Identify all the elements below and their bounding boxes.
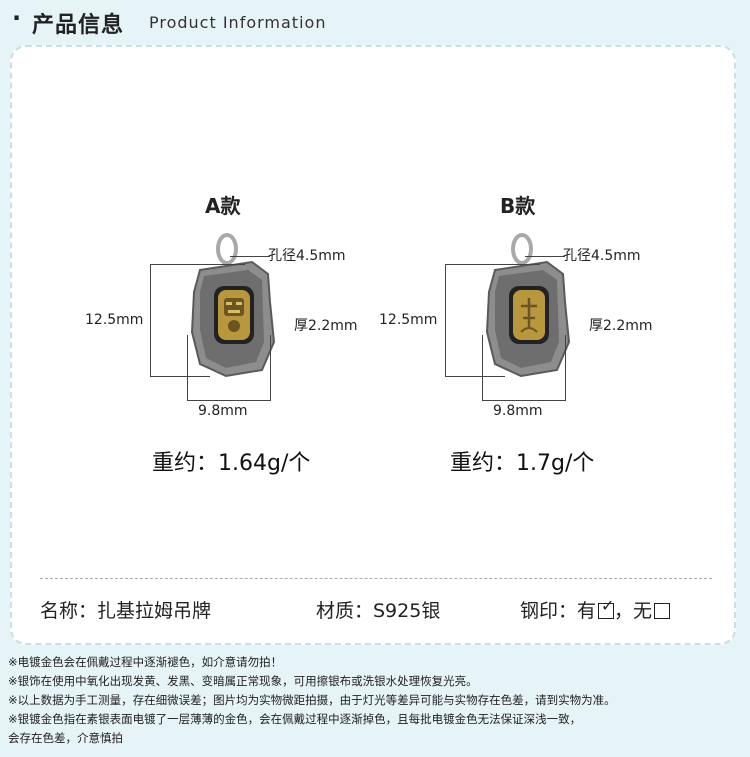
- spec-stamp: 钢印：有✓，无: [520, 596, 671, 623]
- variant-a-height-label: 12.5mm: [85, 312, 144, 328]
- stamp-no-label: ，无: [614, 600, 653, 622]
- spec-divider: [40, 578, 712, 579]
- pendant-b-image: [485, 233, 571, 378]
- note-line: ※电镀金色会在佩戴过程中逐渐褪色，如介意请勿拍！: [8, 655, 283, 669]
- variant-b-weight: 重约：1.7g/个: [450, 451, 595, 476]
- header-title-en: Product Information: [149, 13, 327, 32]
- variant-b-width-label: 9.8mm: [493, 403, 543, 419]
- variant-a-title: A款: [205, 194, 241, 218]
- variant-a-weight: 重约：1.64g/个: [152, 451, 311, 476]
- stamp-no-checkbox: [654, 603, 671, 619]
- variant-a-hole-label: 孔径4.5mm: [268, 248, 346, 264]
- stamp-yes-checkbox: ✓: [598, 598, 614, 619]
- check-icon: ✓: [601, 596, 615, 615]
- variant-a-width-label: 9.8mm: [198, 403, 248, 419]
- section-header: · 产品信息 Product Information: [0, 0, 750, 42]
- spec-name: 名称：扎基拉姆吊牌: [40, 600, 212, 622]
- product-info-card: A款 孔径4.5mm 12.5mm 厚2.2mm 9.8mm 重约：1.64g/…: [10, 45, 736, 645]
- note-line: ※银镀金色指在素银表面电镀了一层薄薄的金色，会在佩戴过程中逐渐掉色，且每批电镀金…: [8, 712, 582, 726]
- notes-section: ※电镀金色会在佩戴过程中逐渐褪色，如介意请勿拍！ ※银饰在使用中氧化出现发黄、发…: [8, 653, 744, 748]
- variant-b-title: B款: [500, 194, 536, 218]
- note-line: ※以上数据为手工测量，存在细微误差；图片均为实物微距拍摄，由于灯光等差异可能与实…: [8, 693, 616, 707]
- note-line: ※银饰在使用中氧化出现发黄、发黑、变暗属正常现象，可用擦银布或洗银水处理恢复光亮…: [8, 674, 478, 688]
- variant-b-thickness-label: 厚2.2mm: [589, 318, 653, 334]
- variant-b-height-label: 12.5mm: [379, 312, 438, 328]
- spec-material: 材质：S925银: [316, 600, 441, 622]
- header-title-cn: 产品信息: [32, 13, 125, 38]
- variant-b-hole-label: 孔径4.5mm: [563, 248, 641, 264]
- stamp-yes-label: 钢印：有: [520, 600, 597, 622]
- header-bullet: ·: [12, 4, 22, 32]
- pendant-a-image: [190, 233, 276, 378]
- variant-a-thickness-label: 厚2.2mm: [294, 318, 358, 334]
- note-line: 会存在色差，介意慎拍: [8, 731, 123, 745]
